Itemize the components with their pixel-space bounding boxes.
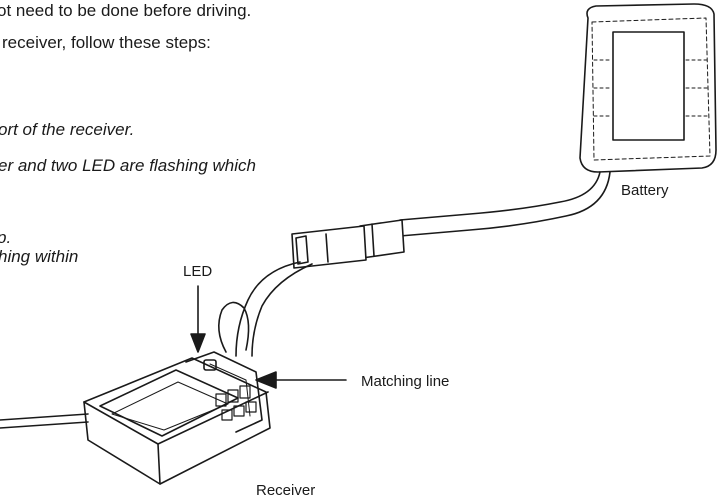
receiver-label: Receiver bbox=[256, 482, 316, 499]
battery-label: Battery bbox=[621, 182, 669, 199]
instruction-step-2: er and two LED are flashing which bbox=[0, 156, 256, 175]
matching-line-label: Matching line bbox=[361, 373, 450, 390]
instruction-step-1: ort of the receiver. bbox=[0, 120, 135, 139]
battery-pack bbox=[579, 3, 717, 173]
receiver-body bbox=[0, 351, 271, 485]
instruction-line-2: receiver, follow these steps: bbox=[2, 33, 211, 52]
instruction-step-4: hing within bbox=[0, 247, 79, 266]
led-label: LED bbox=[183, 263, 213, 280]
instruction-line-1: ot need to be done before driving. bbox=[0, 1, 252, 20]
instruction-step-3: p. bbox=[0, 228, 12, 247]
